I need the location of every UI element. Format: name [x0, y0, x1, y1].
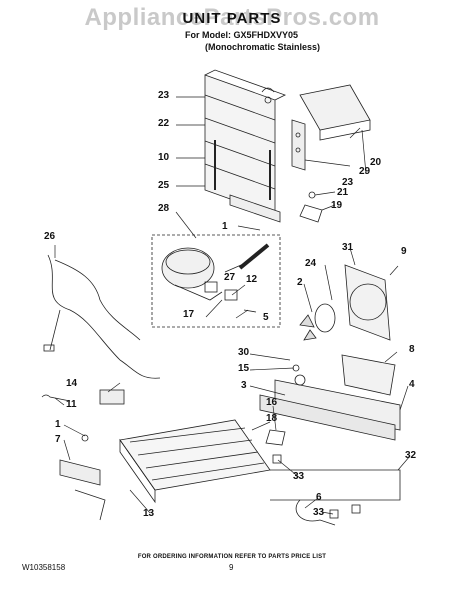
callout-27: 27 — [224, 272, 236, 283]
callout-8: 8 — [409, 344, 415, 355]
callout-20: 20 — [370, 157, 382, 168]
callout-33: 33 — [293, 471, 305, 482]
callout-23: 23 — [158, 90, 170, 101]
drier-filter — [238, 243, 270, 270]
callout-32: 32 — [405, 450, 417, 461]
model-subtitle: (Monochromatic Stainless) — [205, 42, 321, 52]
drain-bracket — [265, 429, 286, 446]
callout-12: 12 — [246, 274, 258, 285]
callout-23b: 23 — [342, 177, 354, 188]
document-number: W10358158 — [22, 563, 66, 572]
callout-5: 5 — [263, 312, 269, 323]
bracket-left — [59, 434, 106, 521]
callout-33b: 33 — [313, 507, 325, 518]
fan-assembly — [299, 264, 391, 341]
callout-28: 28 — [158, 203, 170, 214]
tube-clip-2 — [351, 504, 361, 514]
relay-and-overload — [224, 289, 257, 313]
callout-15: 15 — [238, 363, 250, 374]
small-screw — [41, 394, 71, 402]
callout-14: 14 — [66, 378, 78, 389]
callout-6: 6 — [316, 492, 322, 503]
drain-tube — [295, 499, 336, 526]
callout-10: 10 — [158, 152, 170, 163]
watermark: AppliancePartsPros.com — [84, 4, 380, 31]
callout-1b: 1 — [55, 419, 61, 430]
tube-clip — [329, 509, 339, 519]
condenser-bracket — [291, 119, 306, 171]
condenser-assembly — [204, 69, 287, 223]
callout-25: 25 — [158, 180, 170, 191]
wire-harness — [43, 254, 161, 379]
tube-clip-3 — [272, 454, 282, 464]
air-duct-panel — [299, 84, 371, 141]
callout-7: 7 — [55, 434, 61, 445]
ordering-info: FOR ORDERING INFORMATION REFER TO PARTS … — [137, 554, 327, 560]
model-line: For Model: GX5FHDXVY05 — [185, 30, 299, 40]
leader-lines — [54, 96, 411, 515]
fan-mount — [341, 354, 396, 396]
diagram-title: UNIT PARTS — [182, 10, 282, 27]
callout-22: 22 — [158, 118, 170, 129]
callout-21: 21 — [337, 187, 349, 198]
callout-30: 30 — [238, 347, 250, 358]
callout-17: 17 — [183, 309, 195, 320]
page-number: 9 — [229, 563, 234, 572]
base-pan — [259, 364, 401, 441]
callout-2: 2 — [297, 277, 303, 288]
callout-19: 19 — [331, 200, 343, 211]
compressor — [161, 247, 223, 301]
condenser-coil — [119, 419, 271, 504]
callout-9: 9 — [401, 246, 407, 257]
callout-26: 26 — [44, 231, 56, 242]
condenser-tube — [270, 469, 401, 501]
callout-13: 13 — [143, 508, 155, 519]
callout-24: 24 — [305, 258, 317, 269]
callout-3: 3 — [241, 380, 247, 391]
callout-29: 29 — [359, 166, 371, 177]
label-card — [99, 389, 125, 405]
callout-31: 31 — [342, 242, 354, 253]
callout-18: 18 — [266, 413, 278, 424]
callout-16: 16 — [266, 397, 278, 408]
screw-and-clamp — [299, 191, 323, 223]
callout-11: 11 — [66, 399, 77, 410]
callout-4: 4 — [409, 379, 415, 390]
callout-1: 1 — [222, 221, 228, 232]
